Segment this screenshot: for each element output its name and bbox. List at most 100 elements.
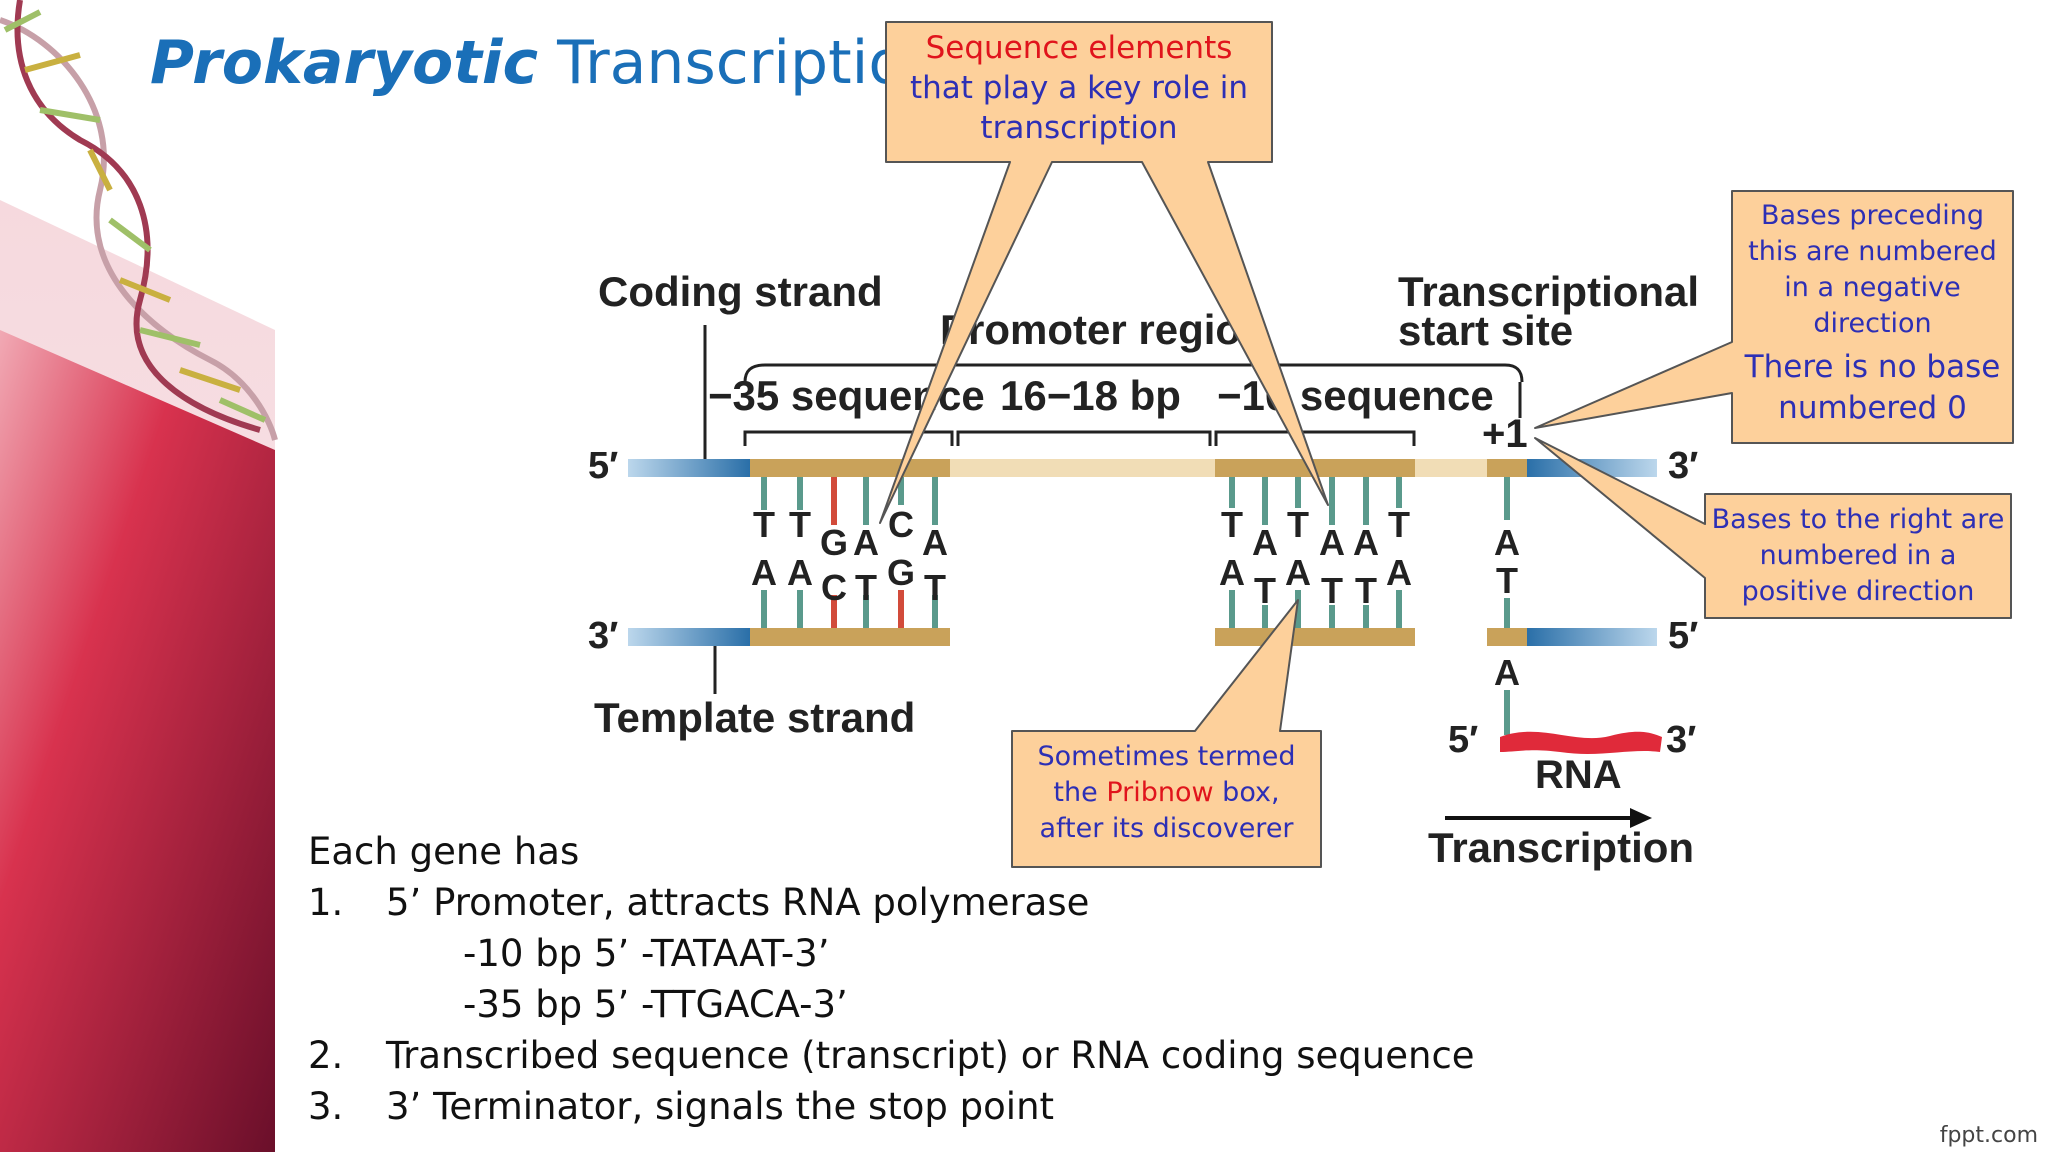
positive-line2: numbered in a: [1759, 540, 1957, 571]
list-intro: Each gene has: [308, 826, 579, 877]
coding-3prime-label: 3′: [1668, 445, 1698, 487]
tx-start-label-line1: Transcriptional: [1398, 268, 1699, 315]
plus1-label: +1: [1482, 412, 1528, 456]
base-letter: T: [1221, 504, 1243, 545]
template-3prime-label: 3′: [588, 615, 618, 657]
rna-5prime-label: 5′: [1448, 719, 1478, 761]
base-letter: G: [887, 552, 915, 593]
base-letter: T: [753, 504, 775, 545]
key-role-line1: Sequence elements: [925, 30, 1233, 66]
list-item-text: Transcribed sequence (transcript) or RNA…: [386, 1034, 1475, 1077]
list-item-text: 5’ Promoter, attracts RNA polymerase: [386, 881, 1090, 924]
negative-line4: direction: [1813, 308, 1932, 339]
base-letter: A: [1285, 552, 1311, 593]
base-letter: A: [751, 552, 777, 593]
negative-line1: Bases preceding: [1760, 200, 1984, 231]
rna-base-letter: A: [1494, 652, 1520, 693]
rna-label: RNA: [1535, 753, 1622, 797]
list-number: 1.: [308, 881, 344, 924]
rna-strand: [1500, 731, 1662, 754]
title-italic: Prokaryotic: [150, 28, 539, 98]
title-rest: Transcription: [557, 28, 944, 98]
transcription-label: Transcription: [1428, 824, 1694, 871]
list-item: 3. 3’ Terminator, signals the stop point: [308, 1081, 1054, 1132]
negative-callout-text: Bases preceding this are numbered in a n…: [1732, 198, 2013, 428]
template-5prime-label: 5′: [1668, 615, 1698, 657]
base-letter: A: [1353, 522, 1379, 563]
list-item: 2. Transcribed sequence (transcript) or …: [308, 1030, 1475, 1081]
spacer-label: 16−18 bp: [1000, 372, 1181, 419]
base-letter: T: [1321, 570, 1343, 611]
promoter-region-label: Promoter region: [940, 306, 1267, 353]
list-subitem-text: -35 bp 5’ -TTGACA-3’: [463, 983, 848, 1026]
base-letter: T: [1254, 570, 1276, 611]
base-letter: T: [924, 567, 946, 608]
pribnow-callout-text: Sometimes termed the Pribnow box, after …: [1012, 739, 1321, 847]
side-panel-crimson: [0, 330, 275, 1152]
coding-strand-label: Coding strand: [598, 268, 883, 315]
minus35-bottom-bases: A A C T G T: [751, 552, 946, 608]
minus10-label: −10 sequence: [1217, 372, 1494, 419]
key-role-line2: that play a key role in: [909, 70, 1249, 106]
base-letter: C: [821, 567, 847, 608]
list-subitem-text: -10 bp 5’ -TATAAT-3’: [463, 932, 830, 975]
positive-callout-text: Bases to the right are numbered in a pos…: [1705, 502, 2011, 610]
minus10-top-bases: T A T A A T: [1221, 504, 1410, 563]
base-letter: A: [787, 552, 813, 593]
key-role-callout-shape: [879, 21, 1329, 524]
coding-5prime-label: 5′: [588, 445, 618, 487]
minus10-pegs: [1229, 477, 1402, 628]
negative-line5: There is no base: [1744, 349, 2001, 385]
base-letter: T: [789, 504, 811, 545]
list-intro-text: Each gene has: [308, 830, 580, 873]
list-subitem: -10 bp 5’ -TATAAT-3’: [308, 928, 829, 979]
key-role-line3: transcription: [980, 110, 1178, 146]
start-site-bases: A T A: [1494, 522, 1520, 693]
base-letter: T: [1496, 560, 1518, 601]
base-letter: A: [1219, 552, 1245, 593]
positive-line1: Bases to the right are: [1711, 504, 2005, 535]
minus35-pegs: [761, 477, 938, 628]
minus10-bottom-bases: A T A T T A: [1219, 552, 1412, 611]
key-role-callout-text: Sequence elements that play a key role i…: [886, 28, 1272, 148]
tx-start-label-line2: start site: [1398, 307, 1573, 354]
pribnow-callout-shape: [1011, 599, 1322, 868]
base-letter: A: [853, 522, 879, 563]
negative-callout-shape: [1534, 190, 2014, 444]
base-letter: A: [1319, 522, 1345, 563]
footer-watermark: fppt.com: [1939, 1123, 2038, 1148]
template-strand-backbone: [628, 628, 1657, 646]
pribnow-line2-pre: the: [1053, 777, 1107, 808]
pribnow-name: Pribnow: [1106, 777, 1214, 808]
list-item-text: 3’ Terminator, signals the stop point: [386, 1085, 1055, 1128]
negative-line6: numbered 0: [1778, 390, 1967, 426]
base-letter: T: [1388, 504, 1410, 545]
list-item: 1. 5’ Promoter, attracts RNA polymerase: [308, 877, 1089, 928]
transcription-arrowhead: [1630, 808, 1652, 828]
base-letter: G: [820, 522, 848, 563]
list-subitem: -35 bp 5’ -TTGACA-3’: [308, 979, 848, 1030]
pribnow-line3: after its discoverer: [1039, 813, 1294, 844]
base-letter: A: [1252, 522, 1278, 563]
negative-line2: this are numbered: [1748, 236, 1997, 267]
negative-line3: in a negative: [1784, 272, 1961, 303]
rna-3prime-label: 3′: [1666, 719, 1696, 761]
base-letter: T: [855, 567, 877, 608]
pribnow-line2-post: box,: [1213, 777, 1280, 808]
pribnow-line2: the Pribnow box,: [1012, 775, 1321, 811]
base-letter: A: [1386, 552, 1412, 593]
slide-title: Prokaryotic Transcription: [150, 28, 943, 98]
base-letter: A: [1494, 522, 1520, 563]
list-number: 3.: [308, 1085, 344, 1128]
base-letter: A: [922, 522, 948, 563]
dna-helix-art: [0, 0, 278, 441]
template-strand-label: Template strand: [594, 694, 915, 741]
pribnow-line1: Sometimes termed: [1037, 741, 1296, 772]
coding-strand-backbone: [628, 459, 1657, 477]
positive-line3: positive direction: [1741, 576, 1975, 607]
positive-callout-shape: [1534, 437, 2012, 619]
gene-parts-list: Each gene has 1. 5’ Promoter, attracts R…: [308, 826, 1475, 1132]
minus35-top-bases: T T G A C A: [753, 504, 948, 563]
